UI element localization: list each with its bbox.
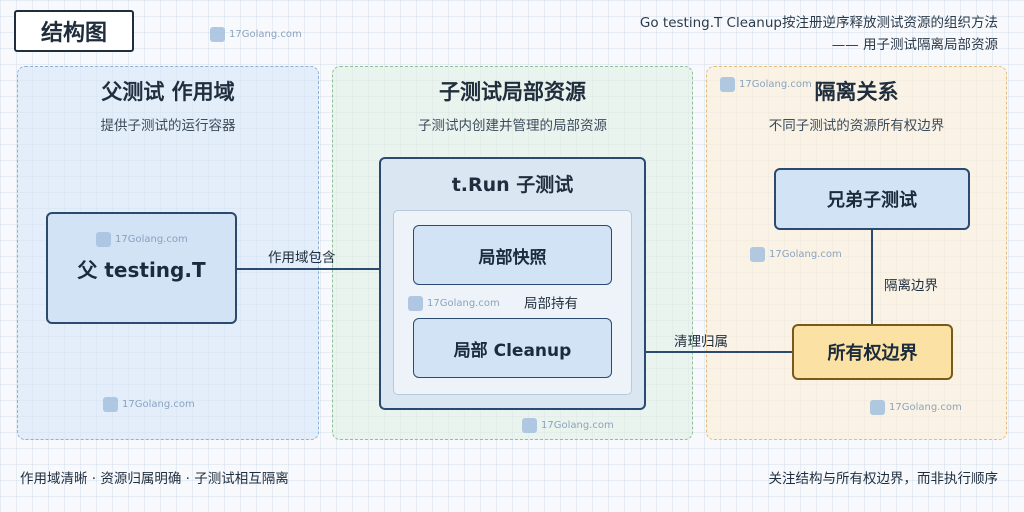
panel-right-heading: 隔离关系 不同子测试的资源所有权边界	[706, 76, 1007, 134]
watermark-logo-icon	[210, 27, 225, 42]
subtitle-line-2: —— 用子测试隔离局部资源	[831, 37, 998, 53]
panel-right-title: 隔离关系	[814, 80, 899, 104]
edge-cleanup-belongs-line	[612, 351, 792, 353]
watermark: 17Golang.com	[210, 27, 302, 42]
watermark-logo-icon	[750, 247, 765, 262]
edge-label-cleanup-belongs: 清理归属	[674, 334, 728, 350]
panel-middle-subtitle: 子测试内创建并管理的局部资源	[418, 118, 607, 134]
edge-scope-contains-line	[237, 268, 379, 270]
watermark-logo-icon	[522, 418, 537, 433]
node-local-cleanup: 局部 Cleanup	[413, 318, 612, 378]
subtitle-line-1: Go testing.T Cleanup按注册逆序释放测试资源的组织方法	[639, 15, 998, 31]
node-owner-label: 所有权边界	[827, 343, 918, 364]
panel-right-subtitle: 不同子测试的资源所有权边界	[768, 118, 945, 134]
edge-isolation-boundary-line	[871, 230, 873, 324]
page-title: 结构图	[14, 10, 134, 52]
watermark: 17Golang.com	[96, 232, 188, 247]
panel-left-subtitle: 提供子测试的运行容器	[100, 118, 236, 134]
watermark-logo-icon	[408, 296, 423, 311]
watermark: 17Golang.com	[522, 418, 614, 433]
watermark-logo-icon	[96, 232, 111, 247]
watermark-logo-icon	[103, 397, 118, 412]
watermark: 17Golang.com	[720, 77, 812, 92]
node-ownership-boundary: 所有权边界	[792, 324, 953, 380]
watermark-logo-icon	[720, 77, 735, 92]
panel-middle-heading: 子测试局部资源 子测试内创建并管理的局部资源	[332, 76, 693, 134]
page-title-text: 结构图	[40, 21, 107, 46]
watermark: 17Golang.com	[408, 296, 500, 311]
node-snapshot-label: 局部快照	[478, 247, 547, 268]
watermark: 17Golang.com	[870, 400, 962, 415]
node-parent-label: 父 testing.T	[77, 257, 206, 282]
header-subtitle: Go testing.T Cleanup按注册逆序释放测试资源的组织方法 —— …	[640, 12, 998, 56]
panel-left-heading: 父测试 作用域 提供子测试的运行容器	[17, 76, 319, 134]
watermark: 17Golang.com	[103, 397, 195, 412]
node-cleanup-label: 局部 Cleanup	[453, 340, 572, 361]
panel-middle-title: 子测试局部资源	[439, 80, 586, 104]
watermark: 17Golang.com	[750, 247, 842, 262]
watermark-logo-icon	[870, 400, 885, 415]
footer-left: 作用域清晰 · 资源归属明确 · 子测试相互隔离	[20, 471, 289, 487]
node-local-snapshot: 局部快照	[413, 225, 612, 285]
edge-label-isolation-boundary: 隔离边界	[884, 278, 938, 294]
node-sibling-label: 兄弟子测试	[827, 190, 917, 211]
node-parent-testing-t: 父 testing.T	[46, 212, 237, 324]
edge-label-local-holds: 局部持有	[524, 296, 578, 312]
panel-left-title: 父测试 作用域	[101, 80, 235, 104]
node-sibling-subtest: 兄弟子测试	[774, 168, 970, 230]
edge-label-scope-contains: 作用域包含	[268, 250, 336, 266]
node-trun-label: t.Run 子测试	[451, 174, 574, 196]
footer-right: 关注结构与所有权边界，而非执行顺序	[768, 471, 999, 487]
